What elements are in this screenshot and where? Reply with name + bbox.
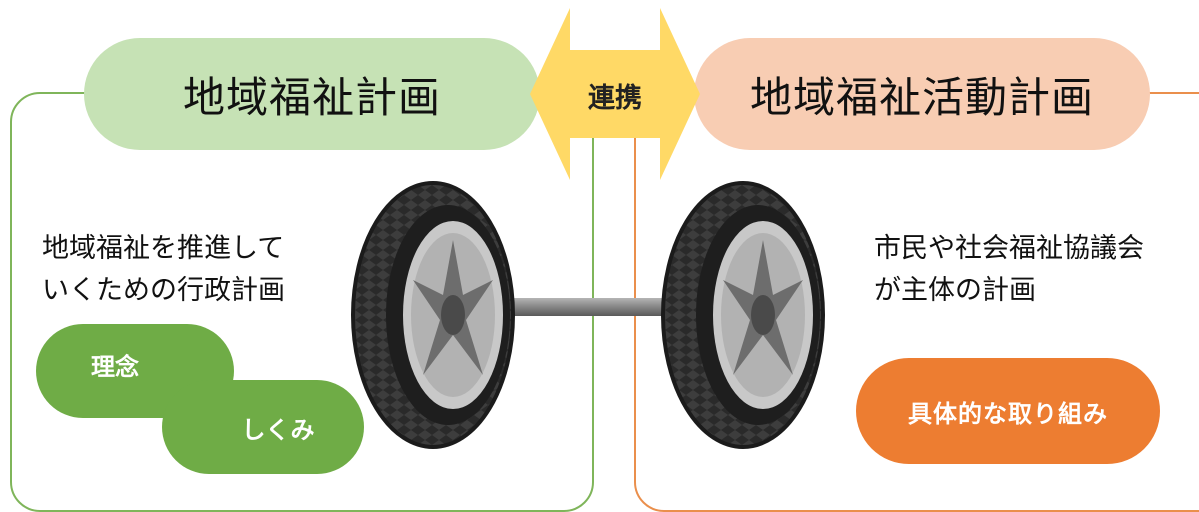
- double-arrow-icon: [530, 8, 700, 180]
- right-tire-icon: [661, 181, 825, 449]
- left-description-line-2: いくための行政計画: [42, 275, 285, 306]
- right-description-line-2: が主体の計画: [874, 275, 1036, 306]
- left-plan-description: 地域福祉を推進して いくための行政計画: [42, 228, 362, 312]
- left-plan-title: 地域福祉計画: [84, 38, 540, 150]
- right-description-line-1: 市民や社会福祉協議会: [874, 233, 1144, 264]
- right-plan-description: 市民や社会福祉協議会 が主体の計画: [874, 228, 1194, 312]
- left-description-line-1: 地域福祉を推進して: [42, 233, 285, 264]
- right-plan-title: 地域福祉活動計画: [694, 38, 1150, 150]
- left-tire-icon: [351, 181, 515, 449]
- mechanism-pill: しくみ: [162, 380, 364, 474]
- concrete-actions-pill: 具体的な取り組み: [856, 358, 1160, 464]
- collaboration-label: 連携: [588, 82, 642, 114]
